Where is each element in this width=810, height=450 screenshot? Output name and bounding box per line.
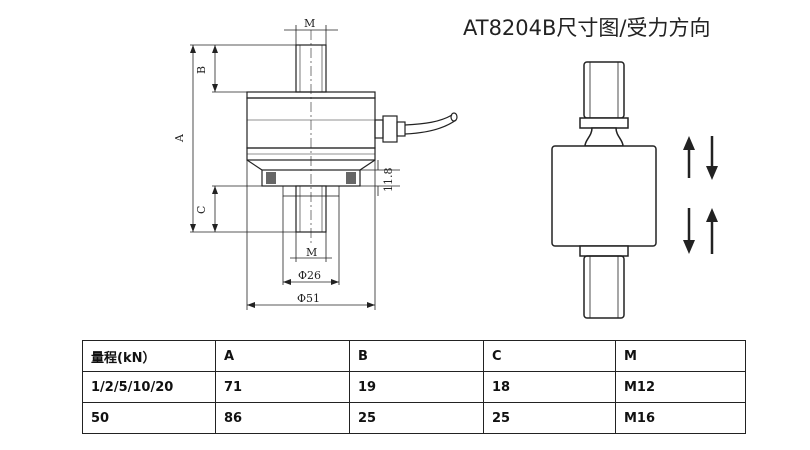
table-cell: 18 xyxy=(483,371,616,403)
table-header-cell: M xyxy=(615,340,746,372)
dim-11-8 xyxy=(360,160,400,196)
table-cell: 19 xyxy=(349,371,484,403)
label-d26: Φ26 xyxy=(298,269,321,282)
table-cell: 86 xyxy=(215,402,350,434)
table-cell: 25 xyxy=(349,402,484,434)
dim-c xyxy=(212,185,262,232)
cell-body xyxy=(551,145,657,247)
label-11-8: 11.8 xyxy=(382,168,395,193)
label-a: A xyxy=(173,133,186,143)
force-direction-view xyxy=(551,61,718,319)
label-b: B xyxy=(195,66,208,74)
table-row: 1/2/5/10/20 71 19 18 M12 xyxy=(82,371,746,403)
dim-b xyxy=(212,45,247,93)
lower-stud xyxy=(583,255,625,319)
spec-table: 量程(kN） A B C M 1/2/5/10/20 71 19 18 M12 … xyxy=(82,340,746,434)
dim-d26 xyxy=(282,196,340,285)
table-cell: M12 xyxy=(615,371,746,403)
table-cell: 50 xyxy=(82,402,216,434)
table-header-cell: B xyxy=(349,340,484,372)
table-cell: M16 xyxy=(615,402,746,434)
label-c: C xyxy=(195,206,208,214)
table-row: 50 86 25 25 M16 xyxy=(82,402,746,434)
front-view xyxy=(190,25,458,310)
dim-d51 xyxy=(246,160,376,310)
cable-gland xyxy=(374,112,458,143)
label-d51: Φ51 xyxy=(297,292,320,305)
label-m-top: M xyxy=(304,17,315,30)
arrow-pair-compression xyxy=(683,208,718,254)
table-cell: 25 xyxy=(483,402,616,434)
dim-a xyxy=(190,44,296,233)
table-cell: 1/2/5/10/20 xyxy=(82,371,216,403)
dimension-drawing: M B A C 11.8 M Φ26 Φ51 xyxy=(173,17,718,319)
table-header-cell: 量程(kN） xyxy=(82,340,216,372)
dim-m-bottom xyxy=(290,232,332,262)
table-header-cell: A xyxy=(215,340,350,372)
label-m-bottom: M xyxy=(306,246,317,259)
table-header-row: 量程(kN） A B C M xyxy=(82,340,746,372)
table-header-cell: C xyxy=(483,340,616,372)
table-cell: 71 xyxy=(215,371,350,403)
page-title: AT8204B尺寸图/受力方向 xyxy=(463,16,711,40)
arrow-pair-tension xyxy=(683,136,718,180)
dim-m-top xyxy=(284,25,338,45)
